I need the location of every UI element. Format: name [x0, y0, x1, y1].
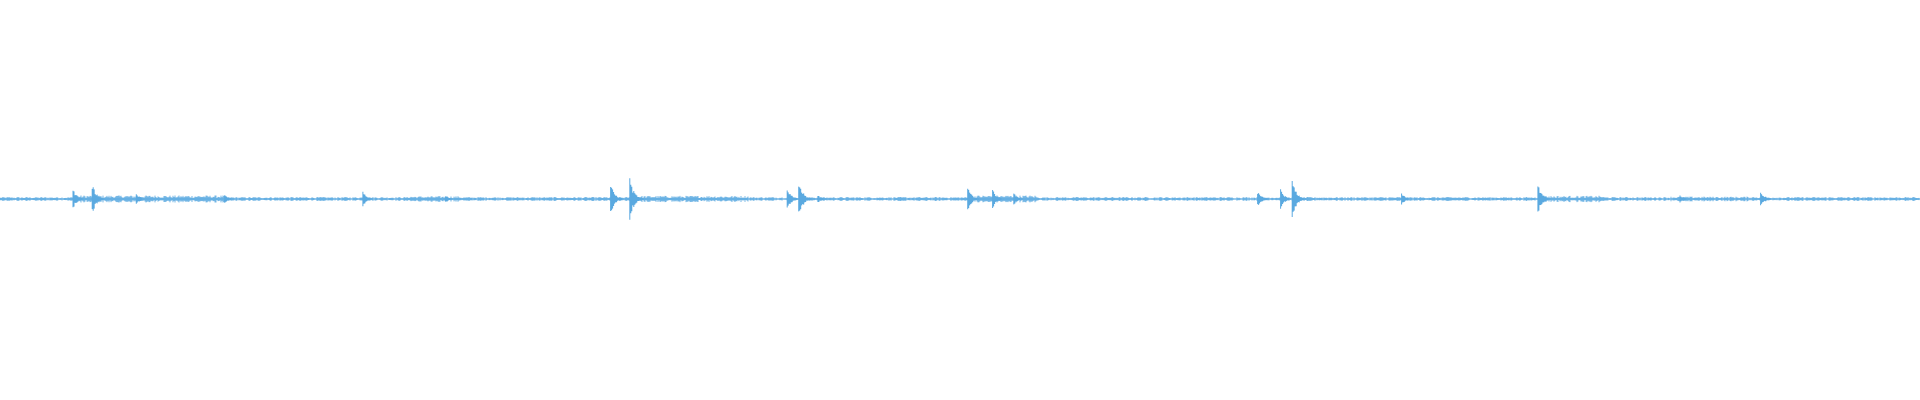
waveform-transient: [629, 178, 648, 220]
waveform-transient: [1760, 192, 1779, 206]
waveform-transient: [1257, 193, 1276, 205]
waveform-transient: [967, 188, 986, 210]
waveform-transient: [362, 191, 381, 207]
waveform-transient: [992, 189, 1011, 209]
waveform-transients: [72, 178, 1779, 220]
waveform-transient: [798, 186, 817, 212]
waveform-trace: [0, 195, 1920, 203]
waveform-transient: [1013, 193, 1032, 205]
waveform-transient: [444, 196, 463, 202]
waveform-transient: [610, 187, 629, 211]
waveform-transient: [135, 194, 154, 204]
waveform-transient: [224, 195, 243, 203]
waveform-transient: [1291, 180, 1310, 218]
waveform-transient: [817, 195, 836, 203]
waveform-transient: [1537, 186, 1556, 212]
waveform-transient: [91, 187, 110, 211]
waveform-transient: [72, 190, 91, 208]
waveform-transient: [1401, 193, 1420, 205]
waveform-transient: [1679, 195, 1698, 203]
